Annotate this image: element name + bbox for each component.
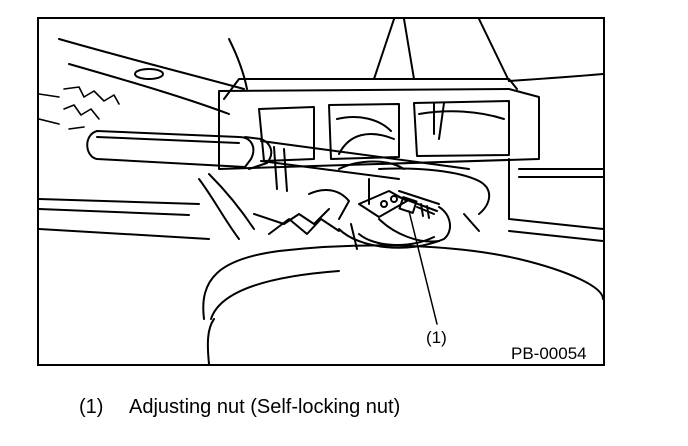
console-box: [218, 78, 540, 170]
callout-label-1: (1): [426, 328, 447, 347]
spare-tire: [202, 244, 603, 364]
adjuster-assembly: [338, 167, 491, 250]
legend: (1) Adjusting nut (Self-locking nut): [79, 396, 400, 419]
legend-item-number: (1): [79, 396, 104, 418]
brake-lever-handle: [86, 130, 470, 192]
upper-panel-lines: [58, 19, 603, 115]
illustration-frame: (1) PB-00054: [37, 17, 605, 366]
left-tread: [39, 86, 120, 130]
lower-right-panel: [39, 158, 603, 242]
figure-code: PB-00054: [511, 344, 587, 363]
lever-mechanism: [198, 160, 440, 243]
legend-item-text: Adjusting nut (Self-locking nut): [129, 396, 401, 418]
callout-leader-line: [408, 210, 438, 325]
parking-brake-illustration: [39, 19, 603, 364]
